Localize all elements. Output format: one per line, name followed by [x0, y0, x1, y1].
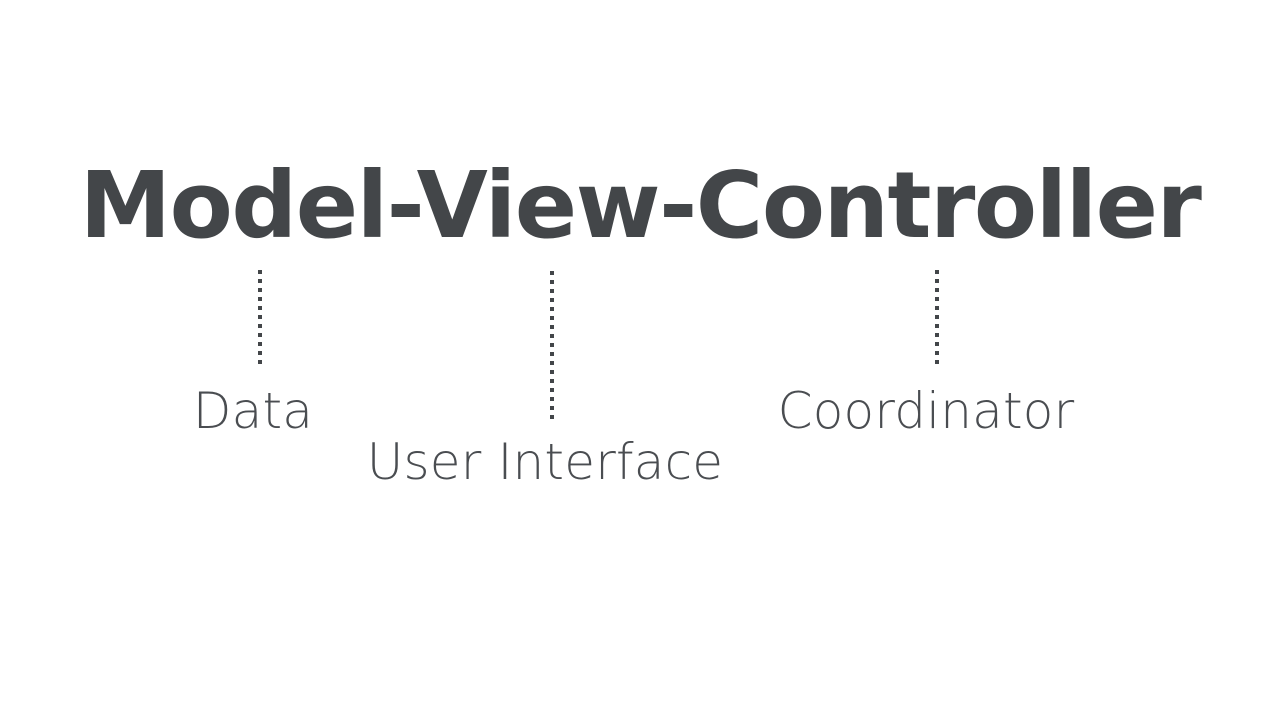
view-connector-dotted-line [550, 271, 554, 419]
annotation-label-controller: Coordinator [777, 382, 1075, 440]
page-title: Model-View-Controller [79, 152, 1202, 259]
model-connector-dotted-line [258, 270, 262, 366]
annotation-label-model: Data [192, 382, 314, 440]
annotation-label-view: User Interface [366, 433, 724, 491]
controller-connector-dotted-line [935, 270, 939, 366]
